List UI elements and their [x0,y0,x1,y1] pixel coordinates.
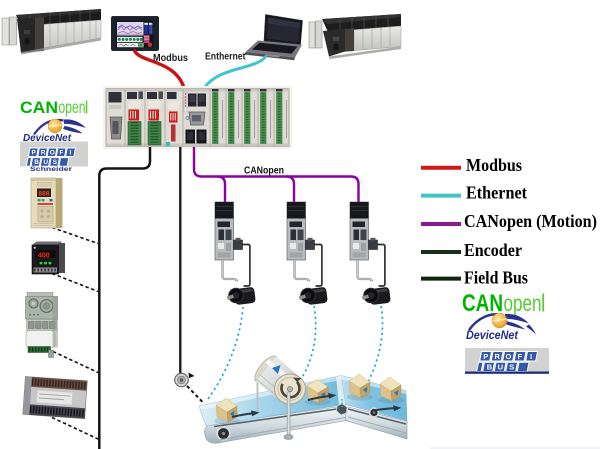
svg-text:S: S [53,159,58,166]
svg-text:Modbus: Modbus [466,155,522,175]
svg-text:open: open [59,97,86,117]
svg-text:O: O [50,150,55,157]
svg-text:F: F [518,352,523,361]
svg-text:Field Bus: Field Bus [464,268,528,288]
svg-text:B: B [487,363,493,372]
svg-text:CANopen: CANopen [244,166,284,177]
svg-text:U: U [498,363,503,372]
svg-text:400: 400 [38,252,50,259]
svg-text:O: O [506,352,512,361]
svg-text:CANopen (Motion): CANopen (Motion) [464,211,597,232]
svg-text:DeviceNet: DeviceNet [466,330,519,342]
svg-text:I: I [530,352,532,361]
svg-text:P: P [483,352,488,361]
svg-text:CAN: CAN [462,290,503,317]
svg-text:I: I [70,150,72,157]
svg-text:S: S [509,363,514,372]
svg-text:R: R [41,150,46,157]
svg-text:B: B [34,159,39,166]
svg-text:Enthernet: Enthernet [205,52,246,63]
svg-text:F: F [59,150,63,157]
svg-text:Schneider: Schneider [30,166,73,173]
svg-text:Modbus: Modbus [153,52,188,64]
svg-text:CAN: CAN [20,99,58,117]
svg-text:888: 888 [39,191,50,198]
svg-text:Encoder: Encoder [464,240,522,260]
svg-text:R: R [495,352,501,361]
svg-text:open: open [504,290,542,316]
svg-text:U: U [43,159,48,166]
svg-text:DeviceNet: DeviceNet [23,132,71,144]
svg-text:P: P [32,150,37,157]
svg-text:Ethernet: Ethernet [466,183,527,203]
